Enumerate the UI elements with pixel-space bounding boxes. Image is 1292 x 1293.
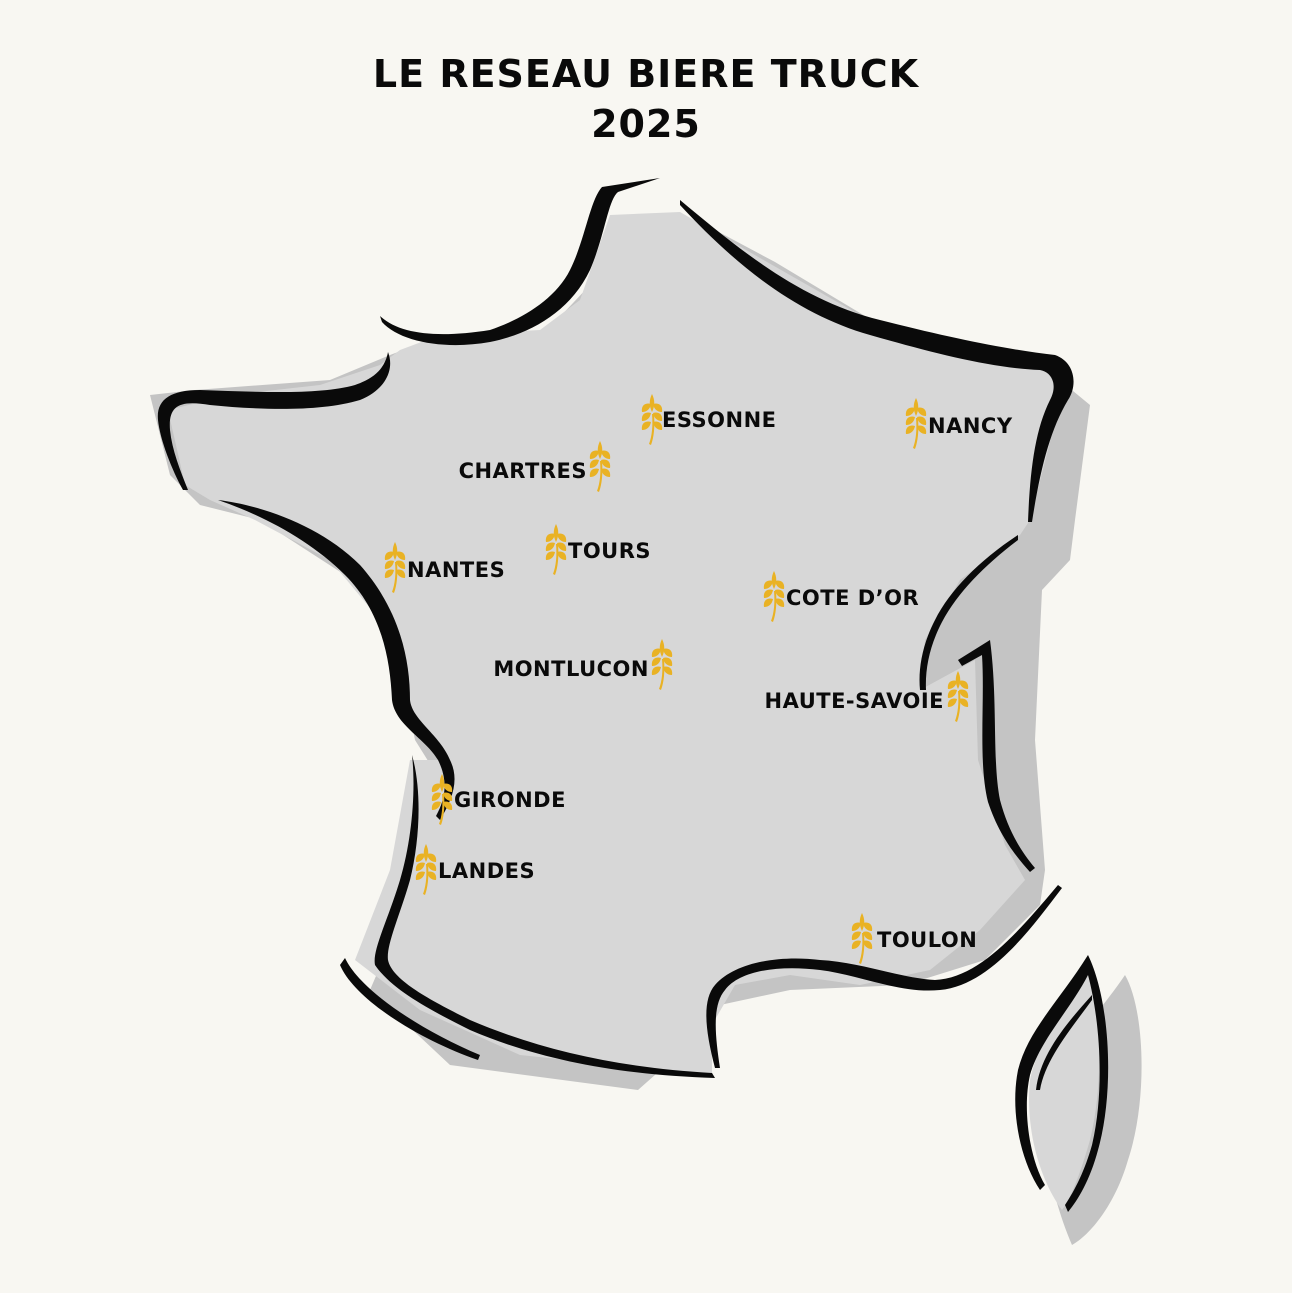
city-montlucon: MONTLUCON [493,639,673,690]
mainland-fill [168,212,1062,1075]
city-markers: ESSONNE NANCY CHARTRES TOURS NANTES COTE… [384,394,1013,964]
city-label: MONTLUCON [493,657,649,681]
city-chartres: CHARTRES [459,441,611,492]
corsica-fill [1029,965,1100,1210]
city-essonne: ESSONNE [641,394,777,445]
map-year: 2025 [591,102,701,146]
city-tours: TOURS [545,524,651,575]
city-label: HAUTE-SAVOIE [765,689,944,713]
city-label: GIRONDE [454,788,566,812]
city-label: COTE D’OR [786,586,919,610]
map-title: LE RESEAU BIERE TRUCK [372,52,920,96]
city-gironde: GIRONDE [431,774,566,825]
city-label: ESSONNE [662,408,777,432]
city-haute-savoie: HAUTE-SAVOIE [765,671,969,722]
city-label: TOULON [877,928,977,952]
map-outline [157,178,1109,1212]
city-label: TOURS [568,539,651,563]
city-landes: LANDES [415,844,535,895]
city-label: NANCY [928,414,1013,438]
city-nantes: NANTES [384,542,505,593]
city-nancy: NANCY [905,398,1013,449]
city-label: NANTES [407,558,505,582]
city-label: CHARTRES [459,459,587,483]
city-label: LANDES [438,859,535,883]
city-cote-dor: COTE D’OR [763,571,919,622]
city-toulon: TOULON [851,913,977,964]
